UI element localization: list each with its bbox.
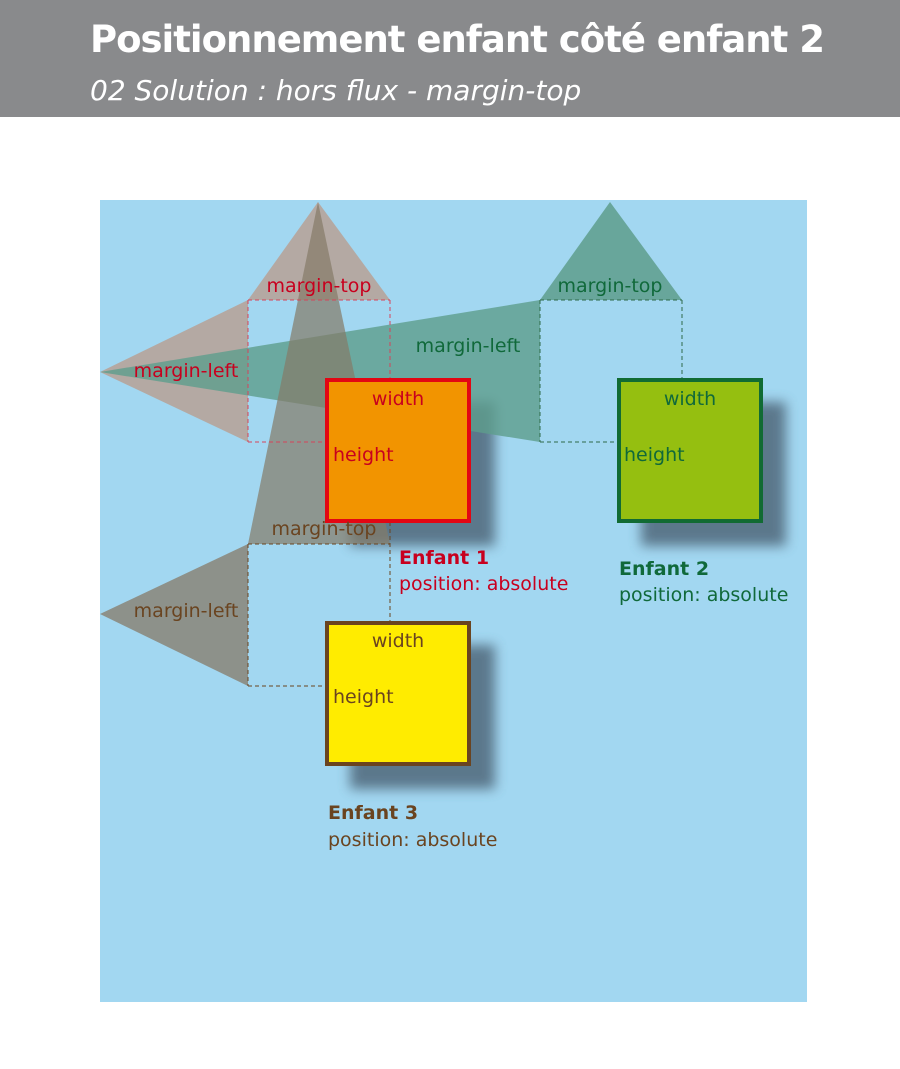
enfant3-box <box>325 621 471 766</box>
enfant2-position: position: absolute <box>619 584 788 606</box>
enfant3-margin-left-cone <box>100 544 248 686</box>
enfant1-box <box>325 378 471 523</box>
enfant2-margin-box <box>539 299 683 443</box>
enfant2-margin-left-label: margin-left <box>416 335 521 357</box>
enfant1-margin-left-label: margin-left <box>134 360 239 382</box>
enfant2-margin-top-label: margin-top <box>557 275 662 297</box>
enfant1-margin-top-label: margin-top <box>266 275 371 297</box>
page-title: Positionnement enfant côté enfant 2 <box>90 18 825 61</box>
enfant2-height-label: height <box>624 444 685 466</box>
header-bar: Positionnement enfant côté enfant 2 02 S… <box>0 0 900 117</box>
enfant3-height-label: height <box>333 686 394 708</box>
page-subtitle: 02 Solution : hors flux - margin-top <box>90 74 582 107</box>
enfant3-margin-box <box>247 522 391 687</box>
enfant3-margin-left-label: margin-left <box>134 600 239 622</box>
enfant3-margin-top-label: margin-top <box>271 518 376 540</box>
enfant1-height-label: height <box>333 444 394 466</box>
enfant2-name: Enfant 2 <box>619 558 709 580</box>
enfant3-position: position: absolute <box>328 829 497 851</box>
enfant1-name: Enfant 1 <box>399 547 489 569</box>
enfant2-box <box>617 378 763 523</box>
enfant1-width-label: width <box>372 388 424 410</box>
enfant3-width-label: width <box>372 630 424 652</box>
enfant2-width-label: width <box>664 388 716 410</box>
enfant3-name: Enfant 3 <box>328 802 418 824</box>
enfant1-margin-box <box>247 299 391 443</box>
enfant2-margin-top-cone <box>540 202 682 300</box>
enfant1-position: position: absolute <box>399 573 568 595</box>
